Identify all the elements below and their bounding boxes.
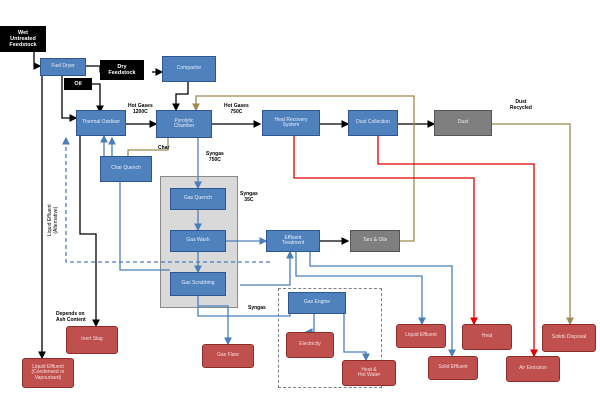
gas-wash-node: Gas Wash xyxy=(170,230,226,252)
dust-recycled-label: Dust Recycled xyxy=(510,99,532,111)
dust-node: Dust xyxy=(434,110,492,136)
oil-node: Oil xyxy=(64,78,92,90)
gas-engine-node: Gas Engine xyxy=(288,292,346,314)
pyrolytic-chamber-node: Pyrolytic Chamber xyxy=(156,110,212,138)
heat-recovery-node: Heat Recovery System xyxy=(262,110,320,136)
compactor-node: Compactor xyxy=(162,56,216,82)
electricity-node: Electricity xyxy=(286,332,334,358)
liquid-effluent-node: Liquid Effluent xyxy=(396,324,446,348)
syngas-750-label: Syngas 750C xyxy=(206,151,224,163)
thermal-oxidiser-node: Thermal Oxidiser xyxy=(76,110,126,136)
gas-scrubbing-node: Gas Scrubbing xyxy=(170,272,226,296)
fuel-dryer-node: Fuel Dryer xyxy=(40,58,86,76)
syngas-35-label: Syngas 35C xyxy=(240,191,258,203)
wet-feedstock-node: Wet Untreated Feedstock xyxy=(0,26,46,52)
tars-oils-node: Tars & Oils xyxy=(350,230,400,252)
depends-on-ash-label: Depends on Ash Content xyxy=(56,311,86,323)
heat-node: Heat xyxy=(462,324,512,350)
solids-disposal-node: Solids Disposal xyxy=(542,324,596,352)
liquid-effluent-alt-text: Liquid Effluent (Alternative) xyxy=(47,204,59,236)
char-quench-node: Char Quench xyxy=(100,156,152,182)
effluent-treatment-node: Effluent Treatment xyxy=(266,230,320,252)
char-label: Char xyxy=(158,145,170,151)
air-emission-node: Air Emission xyxy=(506,356,560,382)
hot-gases-750-label: Hot Gases 750C xyxy=(224,103,249,115)
hot-gases-1200-label: Hot Gases 1200C xyxy=(128,103,153,115)
power-generation-region xyxy=(278,288,382,388)
gas-flare-node: Gas Flare xyxy=(202,344,254,368)
inert-slag-node: Inert Slag xyxy=(66,326,118,354)
gas-quench-node: Gas Quench xyxy=(170,188,226,210)
dust-collection-node: Dust Collection xyxy=(348,110,398,136)
liquid-effluent-condensed-node: Liquid Effluent (Condensed or Vapourised… xyxy=(22,358,74,388)
liquid-effluent-alt-label: Liquid Effluent (Alternative) xyxy=(47,204,59,236)
syngas-label: Syngas xyxy=(248,305,266,311)
dry-feedstock-node: Dry Feedstock xyxy=(100,60,144,80)
heat-hot-water-node: Heat & Hot Water xyxy=(342,360,396,386)
solid-effluent-node: Solid Effluent xyxy=(428,356,478,380)
